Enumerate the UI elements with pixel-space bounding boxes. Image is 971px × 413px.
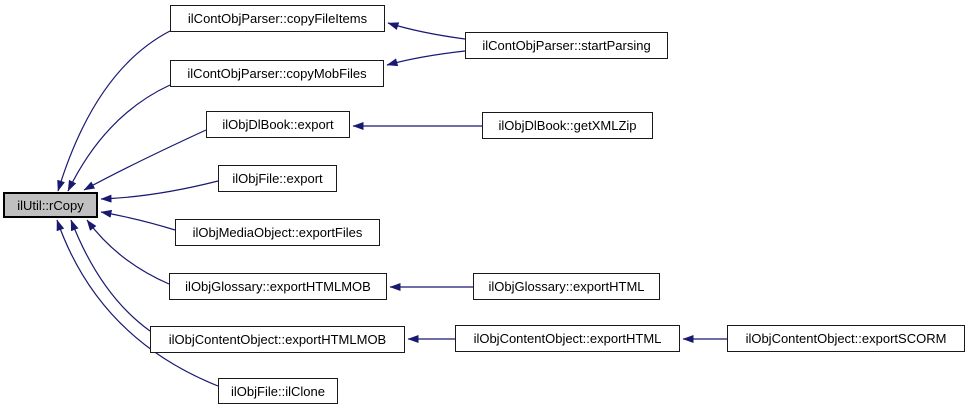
node-ilcontobjparser-copymobfiles[interactable]: ilContObjParser::copyMobFiles (170, 60, 384, 87)
edge-copymobfiles-to-rcopy (67, 84, 171, 192)
node-ilobjdlbook-export[interactable]: ilObjDlBook::export (206, 111, 350, 138)
node-label: ilContObjParser::copyMobFiles (187, 66, 367, 81)
node-ilobjcontentobject-exporthtmlmob[interactable]: ilObjContentObject::exportHTMLMOB (150, 326, 405, 353)
node-label: ilObjMediaObject::exportFiles (192, 225, 363, 240)
node-ilobjglossary-exporthtmlmob[interactable]: ilObjGlossary::exportHTMLMOB (169, 273, 387, 300)
node-ilcontobjparser-startparsing[interactable]: ilContObjParser::startParsing (465, 32, 668, 59)
node-ilobjcontentobject-exportscorm[interactable]: ilObjContentObject::exportSCORM (727, 325, 965, 352)
node-ilobjfile-export[interactable]: ilObjFile::export (218, 165, 337, 192)
node-ilcontobjparser-copyfileitems[interactable]: ilContObjParser::copyFileItems (170, 5, 385, 32)
node-ilobjmediaobject-exportfiles[interactable]: ilObjMediaObject::exportFiles (175, 219, 380, 246)
edge-glossary-exporthtmlmob-to-rcopy (86, 219, 170, 285)
node-ilobjdlbook-getxmlzip[interactable]: ilObjDlBook::getXMLZip (482, 112, 653, 139)
node-label: ilObjGlossary::exportHTML (488, 279, 645, 294)
edge-contentobject-exporthtmlmob-to-rcopy (70, 219, 151, 332)
edge-startparsing-to-copymobfiles (386, 50, 466, 67)
node-ilobjcontentobject-exporthtml[interactable]: ilObjContentObject::exportHTML (455, 325, 680, 352)
node-ilutil-rcopy: ilUtil::rCopy (3, 192, 98, 218)
node-label: ilUtil::rCopy (17, 197, 84, 213)
node-label: ilObjGlossary::exportHTMLMOB (185, 279, 371, 294)
node-label: ilObjContentObject::exportHTMLMOB (168, 332, 387, 347)
node-ilobjfile-ilclone[interactable]: ilObjFile::ilClone (218, 378, 338, 404)
node-label: ilObjDlBook::getXMLZip (498, 118, 637, 133)
edge-file-ilclone-to-rcopy (56, 219, 219, 387)
node-label: ilContObjParser::startParsing (482, 38, 651, 53)
edge-mediaobject-exportfiles-to-rcopy (100, 209, 176, 231)
edge-dlbook-export-to-rcopy (83, 129, 207, 191)
node-label: ilObjContentObject::exportSCORM (745, 331, 947, 346)
edge-startparsing-to-copyfileitems (387, 22, 466, 40)
node-label: ilObjFile::ilClone (231, 383, 325, 399)
node-label: ilContObjParser::copyFileItems (187, 11, 368, 26)
node-label: ilObjContentObject::exportHTML (473, 331, 662, 346)
edge-file-export-to-rcopy (100, 180, 219, 203)
edge-copyfileitems-to-rcopy (57, 30, 171, 192)
node-label: ilObjFile::export (232, 171, 323, 186)
node-ilobjglossary-exporthtml[interactable]: ilObjGlossary::exportHTML (473, 273, 660, 300)
node-label: ilObjDlBook::export (222, 117, 334, 132)
